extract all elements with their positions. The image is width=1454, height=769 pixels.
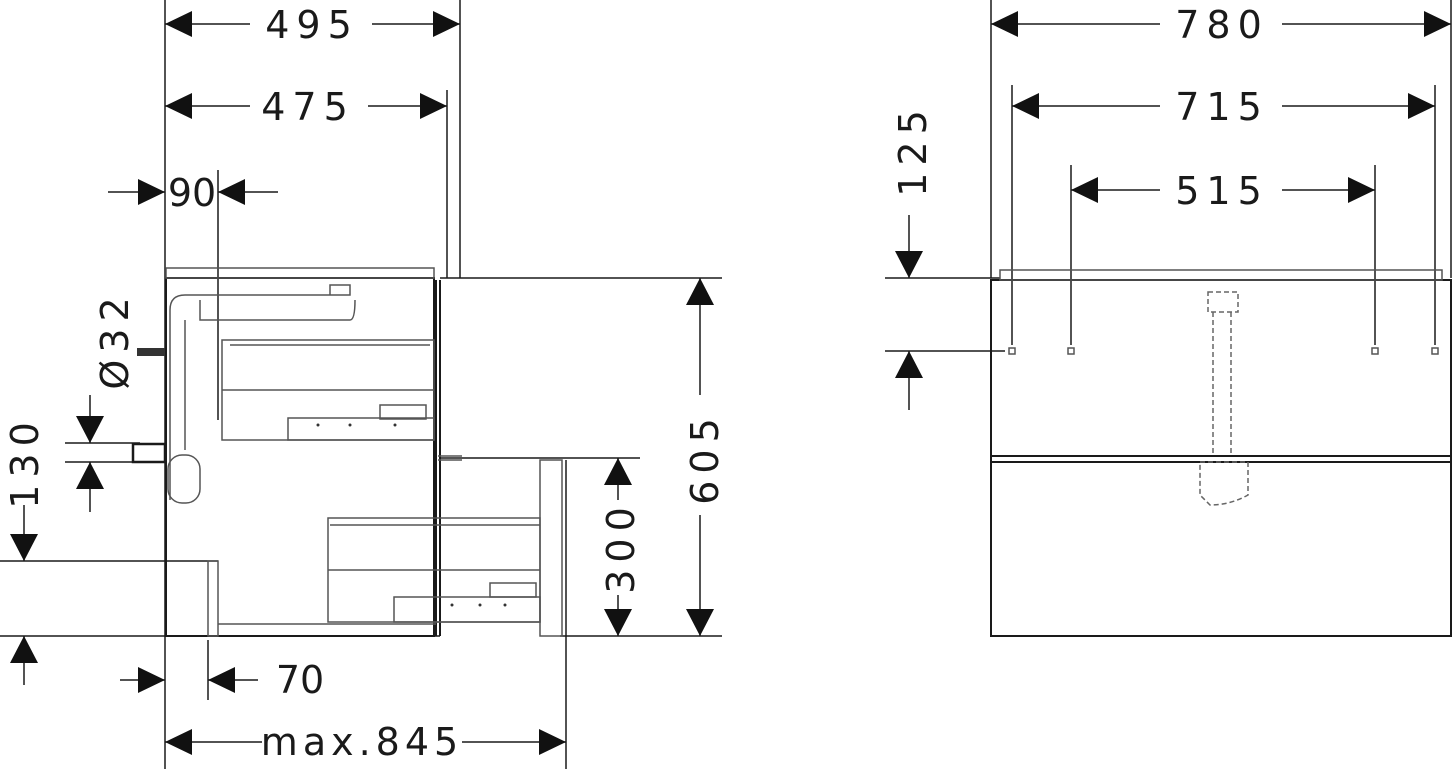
dim-780-label: 780 bbox=[1175, 3, 1269, 47]
dim-70-label: 70 bbox=[276, 658, 324, 702]
drain-stub-icon bbox=[137, 348, 165, 356]
dim-300-label: 300 bbox=[599, 500, 643, 594]
dim-495-label: 495 bbox=[265, 3, 359, 47]
dim-515-label: 515 bbox=[1175, 169, 1269, 213]
side-view: 495 475 90 Ø32 130 605 bbox=[0, 0, 727, 769]
dim-130-label: 130 bbox=[3, 415, 47, 509]
dim-605-label: 605 bbox=[683, 411, 727, 505]
dim-475-label: 475 bbox=[261, 85, 355, 129]
dim-diameter-32-label: Ø32 bbox=[93, 290, 137, 389]
dim-90-label: 90 bbox=[168, 171, 216, 215]
dim-125-label: 125 bbox=[891, 103, 935, 197]
dim-max-845-label: max.845 bbox=[261, 720, 463, 764]
front-view: 780 715 515 125 bbox=[885, 0, 1452, 637]
dim-715-label: 715 bbox=[1175, 85, 1269, 129]
